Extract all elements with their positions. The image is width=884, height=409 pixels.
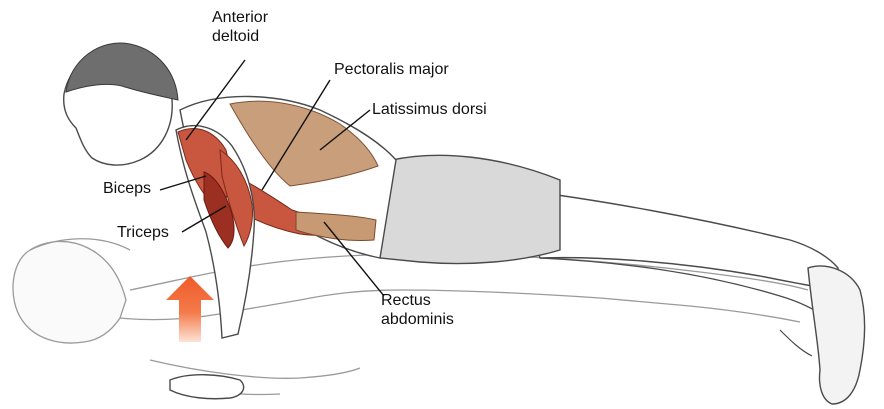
up-arrow-icon	[166, 276, 214, 342]
rectus-abdominis-label-line2: abdominis	[381, 310, 454, 329]
rectus-abdominis-label-line1: Rectus	[381, 291, 454, 310]
pectoralis-major-label: Pectoralis major	[334, 60, 449, 79]
biceps-label: Biceps	[103, 179, 151, 198]
shoe	[808, 266, 865, 404]
anterior-deltoid-label-line1: Anterior	[212, 8, 268, 27]
anterior-deltoid-label: Anterior deltoid	[212, 8, 268, 46]
shorts	[378, 155, 560, 263]
latissimus-dorsi-label: Latissimus dorsi	[372, 100, 487, 119]
anterior-deltoid-label-line2: deltoid	[212, 27, 268, 46]
upper-position-figure	[64, 43, 865, 404]
triceps-label: Triceps	[117, 223, 169, 242]
hand	[170, 375, 244, 399]
rectus-abdominis-label: Rectus abdominis	[381, 291, 454, 329]
legs	[520, 190, 842, 290]
